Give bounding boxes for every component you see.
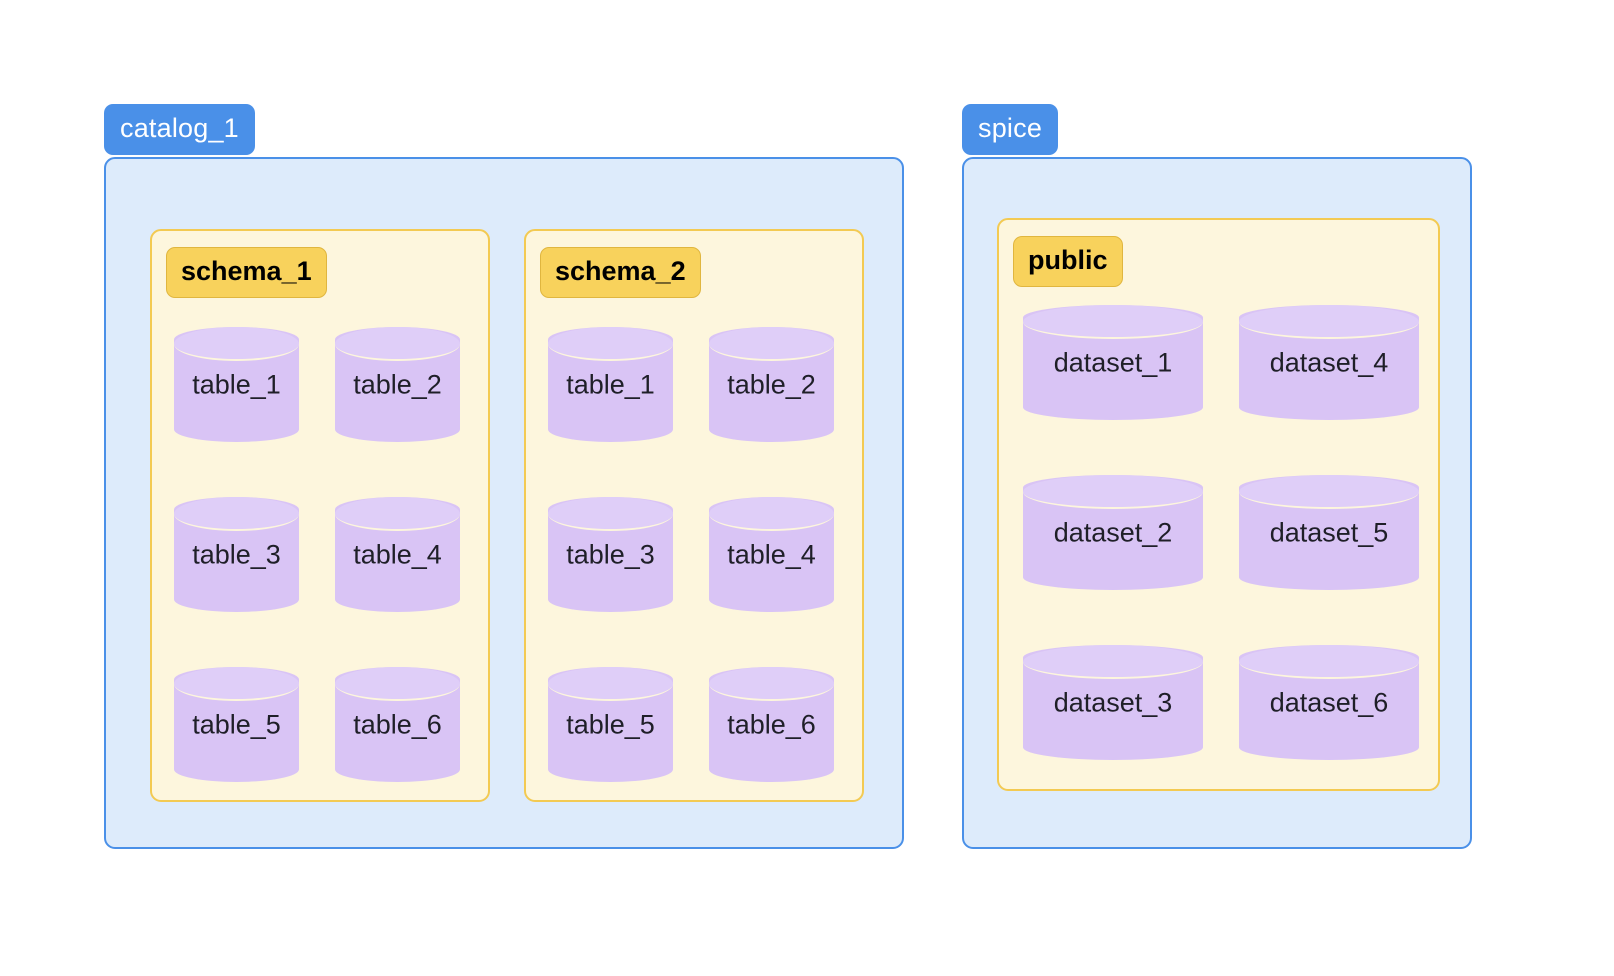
- cylinder-label: table_3: [566, 539, 655, 569]
- cylinder-table[interactable]: table_1: [548, 327, 673, 442]
- cylinder-top-ellipse: [335, 667, 460, 701]
- schema-box-schema-2: schema_2 table_1 table_2: [524, 229, 864, 802]
- cylinder-dataset[interactable]: dataset_6: [1239, 645, 1419, 760]
- cylinder-label: table_5: [566, 709, 655, 739]
- cylinder-label: table_1: [192, 369, 281, 399]
- cylinder-label: dataset_3: [1053, 687, 1173, 717]
- cylinder-top-ellipse: [709, 327, 834, 361]
- schema-badge-schema-1[interactable]: schema_1: [166, 247, 327, 298]
- cylinder-top-ellipse: [335, 497, 460, 531]
- cylinder-dataset[interactable]: dataset_5: [1239, 475, 1419, 590]
- cylinder-top-ellipse: [174, 497, 299, 531]
- cylinder-top-ellipse: [174, 327, 299, 361]
- schema-badge-schema-2[interactable]: schema_2: [540, 247, 701, 298]
- cylinder-top-ellipse: [174, 667, 299, 701]
- cylinder-top-ellipse: [335, 327, 460, 361]
- group-catalog-1: catalog_1 schema_1 table_1 table_2: [104, 104, 904, 849]
- cylinder-top-ellipse: [709, 667, 834, 701]
- table-grid-schema-2: table_1 table_2 table_3: [548, 327, 844, 782]
- cylinder-table[interactable]: table_4: [335, 497, 460, 612]
- cylinder-label: dataset_2: [1053, 517, 1173, 547]
- cylinder-label: dataset_1: [1053, 347, 1173, 377]
- cylinder-label: table_2: [353, 369, 442, 399]
- cylinder-table[interactable]: table_2: [335, 327, 460, 442]
- cylinder-table[interactable]: table_2: [709, 327, 834, 442]
- cylinder-dataset[interactable]: dataset_2: [1023, 475, 1203, 590]
- cylinder-top-ellipse: [548, 497, 673, 531]
- group-body-spice: public dataset_1 dataset_4: [962, 157, 1472, 849]
- cylinder-top-ellipse: [548, 327, 673, 361]
- cylinder-table[interactable]: table_6: [709, 667, 834, 782]
- cylinder-top-ellipse: [1023, 645, 1203, 679]
- cylinder-label: table_3: [192, 539, 281, 569]
- cylinder-dataset[interactable]: dataset_1: [1023, 305, 1203, 420]
- cylinder-top-ellipse: [548, 667, 673, 701]
- table-grid-schema-1: table_1 table_2 table_3: [174, 327, 470, 782]
- cylinder-label: table_1: [566, 369, 655, 399]
- cylinder-table[interactable]: table_5: [548, 667, 673, 782]
- cylinder-label: dataset_4: [1269, 347, 1389, 377]
- cylinder-table[interactable]: table_6: [335, 667, 460, 782]
- cylinder-dataset[interactable]: dataset_4: [1239, 305, 1419, 420]
- group-badge-spice[interactable]: spice: [962, 104, 1059, 155]
- cylinder-label: table_5: [192, 709, 281, 739]
- cylinder-label: table_2: [727, 369, 816, 399]
- group-body-catalog-1: schema_1 table_1 table_2: [104, 157, 904, 849]
- cylinder-top-ellipse: [1239, 645, 1419, 679]
- cylinder-top-ellipse: [709, 497, 834, 531]
- cylinder-table[interactable]: table_3: [174, 497, 299, 612]
- cylinder-label: dataset_6: [1269, 687, 1389, 717]
- dataset-grid-public: dataset_1 dataset_4 dataset_2: [1023, 305, 1419, 760]
- cylinder-table[interactable]: table_3: [548, 497, 673, 612]
- schema-box-public: public dataset_1 dataset_4: [997, 218, 1440, 791]
- cylinder-label: table_4: [353, 539, 442, 569]
- group-spice: spice public dataset_1 dataset_4: [962, 104, 1472, 849]
- cylinder-label: table_6: [353, 709, 442, 739]
- group-badge-catalog-1[interactable]: catalog_1: [104, 104, 255, 155]
- cylinder-label: dataset_5: [1269, 517, 1389, 547]
- cylinder-label: table_4: [727, 539, 816, 569]
- schema-box-schema-1: schema_1 table_1 table_2: [150, 229, 490, 802]
- cylinder-top-ellipse: [1239, 305, 1419, 339]
- cylinder-table[interactable]: table_1: [174, 327, 299, 442]
- cylinder-table[interactable]: table_4: [709, 497, 834, 612]
- cylinder-top-ellipse: [1023, 305, 1203, 339]
- cylinder-top-ellipse: [1239, 475, 1419, 509]
- schema-badge-public[interactable]: public: [1013, 236, 1123, 287]
- cylinder-dataset[interactable]: dataset_3: [1023, 645, 1203, 760]
- cylinder-label: table_6: [727, 709, 816, 739]
- cylinder-table[interactable]: table_5: [174, 667, 299, 782]
- cylinder-top-ellipse: [1023, 475, 1203, 509]
